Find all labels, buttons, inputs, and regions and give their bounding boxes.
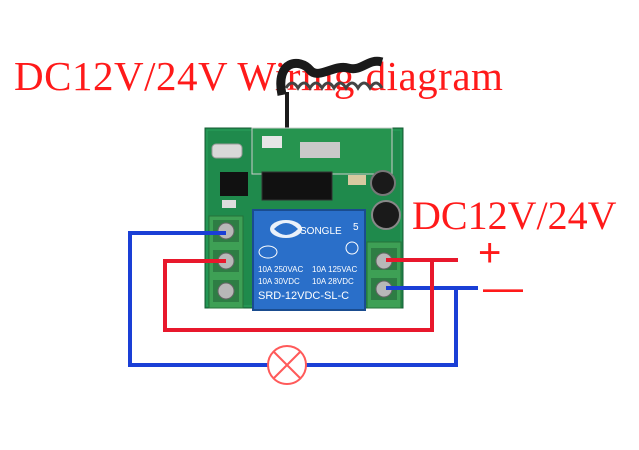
blue-wire bbox=[128, 231, 478, 367]
relay-rating: 10A 250VAC bbox=[258, 265, 303, 274]
relay-rating: 10A 30VDC bbox=[258, 277, 300, 286]
positive-symbol: + bbox=[478, 231, 502, 275]
relay-brand: SONGLE bbox=[300, 226, 342, 237]
lamp-icon bbox=[267, 345, 307, 385]
red-wire bbox=[163, 258, 458, 332]
capacitor bbox=[371, 200, 401, 230]
relay-rating: 10A 125VAC bbox=[312, 265, 357, 274]
ic-chip-small bbox=[220, 172, 248, 196]
right-terminal-block bbox=[366, 241, 402, 309]
negative-symbol: — bbox=[483, 266, 523, 310]
screw-terminal bbox=[217, 282, 235, 300]
capacitor bbox=[370, 170, 396, 196]
crystal-component bbox=[211, 143, 243, 159]
relay-model: SRD-12VDC-SL-C bbox=[258, 290, 349, 302]
supply-voltage-label: DC12V/24V bbox=[412, 193, 617, 238]
relay-pin-number: 5 bbox=[353, 222, 359, 233]
diagram-title: DC12V/24V Wiring diagram bbox=[14, 53, 504, 99]
relay: SONGLE 5 10A 250VAC 10A 125VAC 10A 30VDC… bbox=[252, 209, 366, 311]
ic-chip bbox=[261, 171, 333, 201]
relay-rating: 10A 28VDC bbox=[312, 277, 354, 286]
